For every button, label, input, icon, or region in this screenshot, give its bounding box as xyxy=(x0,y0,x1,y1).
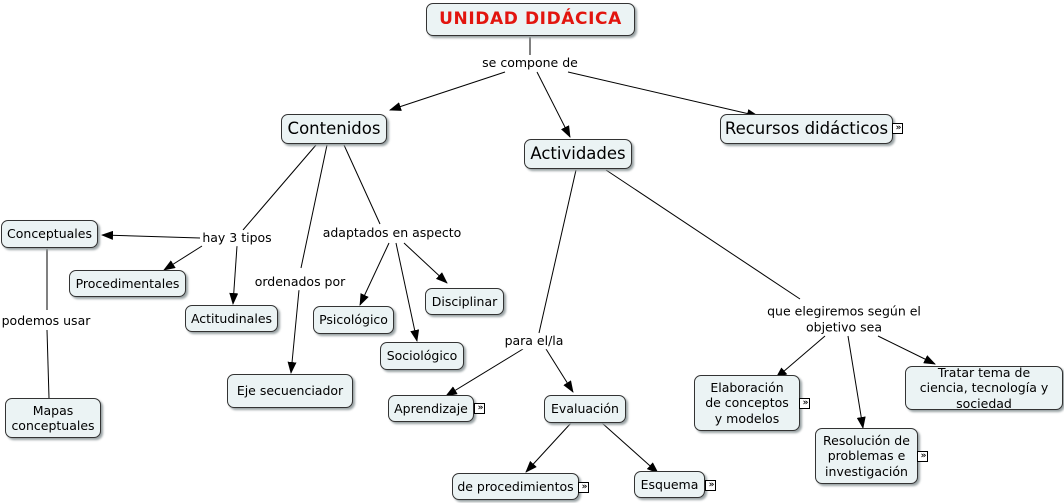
node-actitudinales[interactable]: Actitudinales xyxy=(185,305,278,332)
expand-submap-icon[interactable]: » xyxy=(474,403,485,414)
node-procedimentales[interactable]: Procedimentales xyxy=(69,270,186,297)
link-label-ordenados-por: ordenados por xyxy=(254,274,346,290)
edge xyxy=(877,335,936,365)
edge xyxy=(163,245,203,271)
root-topic-node[interactable]: UNIDAD DIDÁCICA xyxy=(426,3,635,36)
edge xyxy=(395,242,420,342)
edge xyxy=(403,242,448,284)
expand-submap-icon[interactable]: » xyxy=(578,482,589,493)
node-de-procedimientos[interactable]: de procedimientos xyxy=(452,473,579,500)
link-label-hay-3-tipos: hay 3 tipos xyxy=(202,230,272,246)
node-recursos-didacticos[interactable]: Recursos didácticos xyxy=(720,114,893,144)
root-topic-title: UNIDAD DIDÁCICA xyxy=(439,9,622,30)
edge xyxy=(287,289,300,374)
node-disciplinar[interactable]: Disciplinar xyxy=(425,288,504,315)
edge xyxy=(242,144,317,231)
node-label: Resolución de problemas e investigación xyxy=(823,433,910,479)
expand-submap-icon[interactable]: » xyxy=(799,398,810,409)
edge xyxy=(101,230,201,240)
edge xyxy=(545,348,574,393)
node-mapas-conceptuales[interactable]: Mapas conceptuales xyxy=(5,398,101,438)
link-label-para-el-la: para el/la xyxy=(504,333,564,349)
expand-submap-icon[interactable]: » xyxy=(917,451,928,462)
node-label: Disciplinar xyxy=(431,293,498,309)
node-esquema[interactable]: Esquema xyxy=(634,471,705,498)
edge xyxy=(538,169,577,334)
node-label: Esquema xyxy=(640,476,699,492)
node-aprendizaje[interactable]: Aprendizaje xyxy=(388,395,474,422)
node-label: Evaluación xyxy=(551,401,619,417)
edge xyxy=(605,169,801,300)
edge xyxy=(536,71,571,138)
link-label-adaptados-en-aspecto: adaptados en aspecto xyxy=(322,225,462,241)
edge xyxy=(229,245,239,305)
node-label: Sociológico xyxy=(386,348,458,364)
edge xyxy=(46,329,50,399)
node-label: Recursos didácticos xyxy=(724,118,889,138)
node-contenidos[interactable]: Contenidos xyxy=(281,114,387,144)
node-eje-secuenciador[interactable]: Eje secuenciador xyxy=(227,374,353,408)
edge xyxy=(389,71,506,111)
node-elaboracion-conceptos[interactable]: Elaboración de conceptos y modelos xyxy=(694,375,800,431)
node-label: de procedimientos xyxy=(457,478,574,494)
node-label: Mapas conceptuales xyxy=(11,402,95,433)
node-label: Tratar tema de ciencia, tecnología y soc… xyxy=(919,365,1049,411)
node-actividades[interactable]: Actividades xyxy=(524,139,632,169)
edge xyxy=(567,71,759,118)
link-label-se-compone-de: se compone de xyxy=(482,55,578,71)
edge xyxy=(343,144,381,225)
edge xyxy=(445,348,524,397)
node-label: Actitudinales xyxy=(190,310,273,326)
link-label-podemos-usar: podemos usar xyxy=(1,313,91,329)
node-sociologico[interactable]: Sociológico xyxy=(380,342,464,370)
node-conceptuales[interactable]: Conceptuales xyxy=(1,220,98,248)
node-psicologico[interactable]: Psicológico xyxy=(313,306,394,334)
node-evaluacion[interactable]: Evaluación xyxy=(544,395,626,423)
edge xyxy=(525,422,572,473)
node-label: Contenidos xyxy=(287,118,381,138)
node-label: Actividades xyxy=(530,143,626,163)
node-label: Elaboración de conceptos y modelos xyxy=(705,380,789,426)
node-resolucion-problemas[interactable]: Resolución de problemas e investigación xyxy=(815,428,918,484)
edge xyxy=(300,144,328,269)
node-label: Eje secuenciador xyxy=(236,383,344,399)
edge xyxy=(847,335,866,429)
node-label: Procedimentales xyxy=(75,275,180,291)
node-label: Aprendizaje xyxy=(394,400,468,416)
node-label: Psicológico xyxy=(319,312,388,328)
edge xyxy=(601,422,659,474)
expand-submap-icon[interactable]: » xyxy=(892,123,903,134)
edge xyxy=(775,335,826,379)
edge xyxy=(359,242,390,306)
node-label: Conceptuales xyxy=(7,226,92,242)
expand-submap-icon[interactable]: » xyxy=(705,480,716,491)
link-label-que-elegiremos: que elegiremos según el objetivo sea xyxy=(767,303,921,334)
node-tratar-tema[interactable]: Tratar tema de ciencia, tecnología y soc… xyxy=(905,365,1063,411)
